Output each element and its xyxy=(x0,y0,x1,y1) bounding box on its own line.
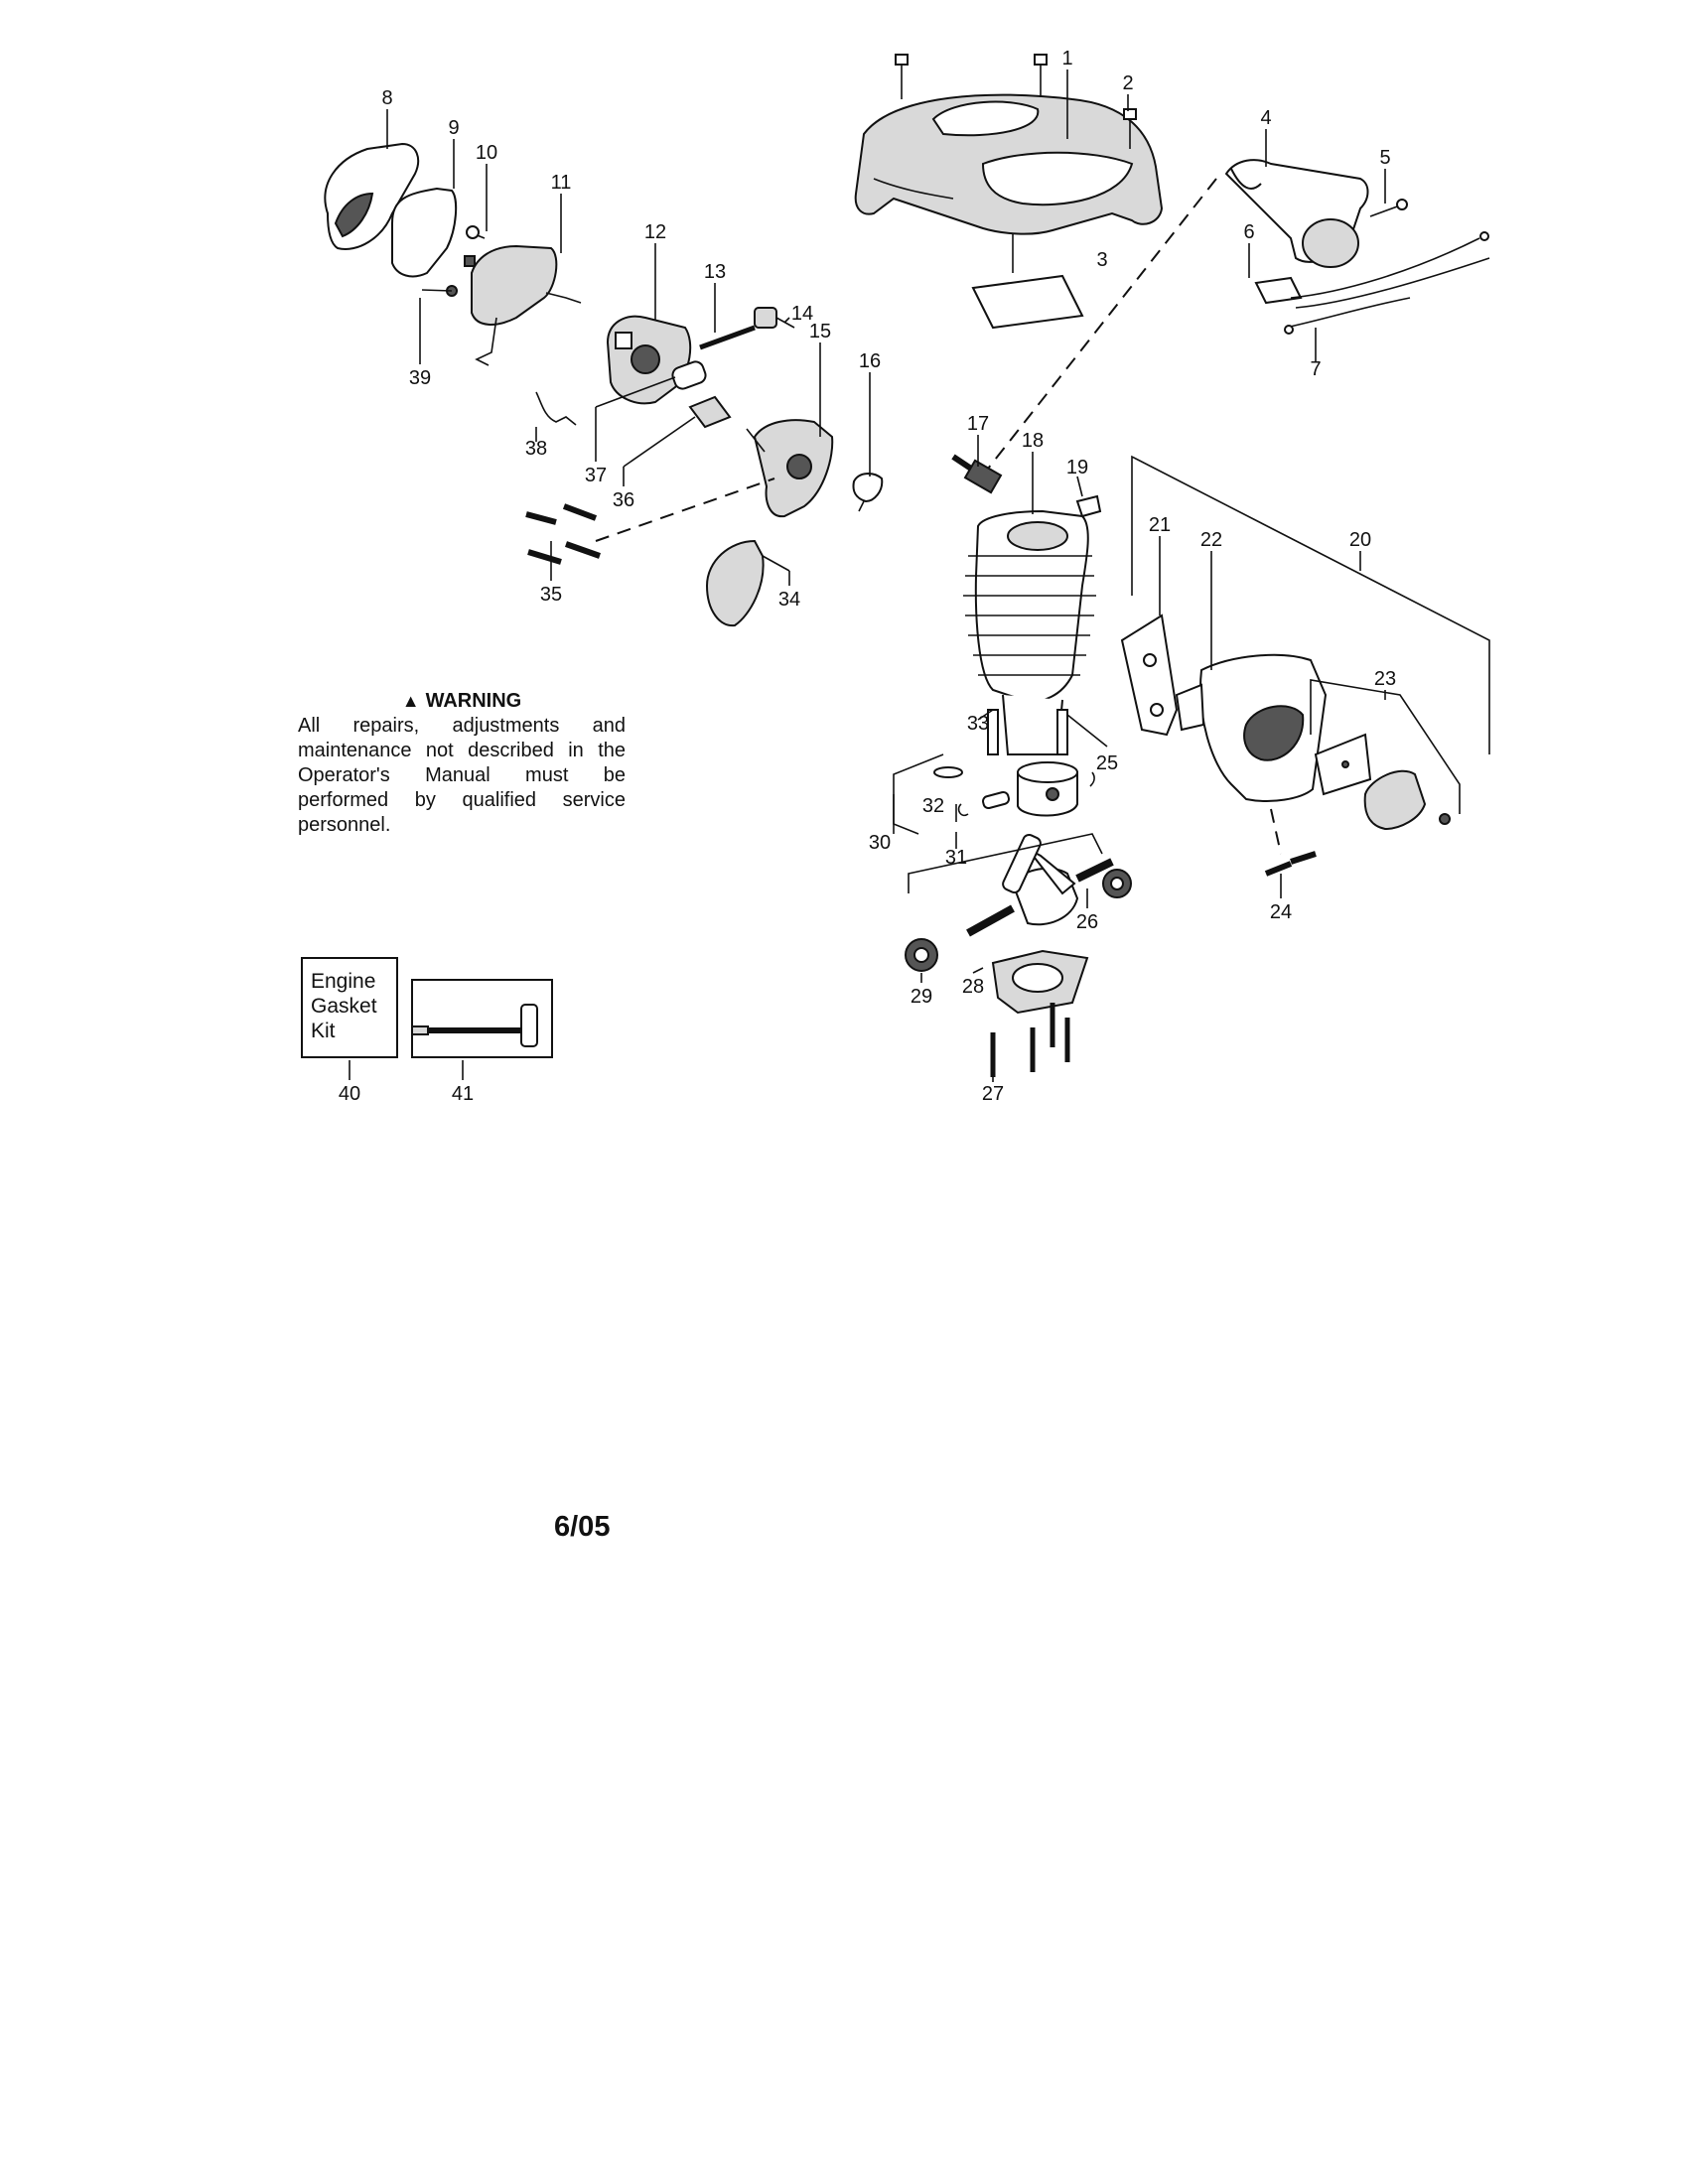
callout-11: 11 xyxy=(551,172,572,194)
callout-6: 6 xyxy=(1243,221,1254,243)
spark-plug xyxy=(951,454,1003,494)
callout-18: 18 xyxy=(1022,430,1044,452)
cover-screw xyxy=(895,54,1137,149)
callout-35: 35 xyxy=(540,584,562,606)
callout-1: 1 xyxy=(1061,48,1072,69)
callout-15: 15 xyxy=(809,321,831,342)
callout-17: 17 xyxy=(967,413,989,435)
filter-screw xyxy=(464,225,486,267)
callout-24: 24 xyxy=(1270,901,1292,923)
muffler-gasket xyxy=(1120,614,1179,737)
gasket-kit-box: Engine Gasket Kit xyxy=(301,957,398,1058)
callout-31: 31 xyxy=(945,847,967,869)
ignition-wires xyxy=(1284,231,1490,335)
leader-lines xyxy=(349,69,1490,1082)
intake-boot xyxy=(705,539,765,627)
top-cover xyxy=(854,93,1164,235)
spark-wire-path xyxy=(987,178,1217,470)
ignition-module xyxy=(1224,159,1369,268)
callout-36: 36 xyxy=(613,489,634,511)
callout-29: 29 xyxy=(911,986,932,1008)
callout-23: 23 xyxy=(1374,668,1396,690)
callout-20: 20 xyxy=(1349,529,1371,551)
callout-32: 32 xyxy=(922,795,944,817)
callout-8: 8 xyxy=(381,87,392,109)
crank-bearings xyxy=(905,869,1132,972)
carb-rod xyxy=(699,325,756,350)
callout-40: 40 xyxy=(339,1083,360,1105)
crankcase xyxy=(991,949,1089,1015)
carb-spacer xyxy=(671,360,707,390)
callout-28: 28 xyxy=(962,976,984,998)
callout-13: 13 xyxy=(704,261,726,283)
muffler-screen xyxy=(1314,733,1372,796)
warning-triangle-icon: ▲ xyxy=(401,691,420,711)
callout-5: 5 xyxy=(1379,147,1390,169)
callout-2: 2 xyxy=(1122,72,1133,94)
callout-16: 16 xyxy=(859,350,881,372)
cover-pad xyxy=(971,234,1084,330)
warning-block: ▲WARNING All repairs, adjustments and ma… xyxy=(298,689,626,838)
intake-adapter xyxy=(746,419,834,518)
callout-4: 4 xyxy=(1260,107,1271,129)
ground-bracket xyxy=(1254,276,1303,305)
revision-date: 6/05 xyxy=(554,1511,611,1543)
crankshaft xyxy=(966,833,1114,937)
callout-14: 14 xyxy=(791,303,813,325)
callout-12: 12 xyxy=(644,221,666,243)
air-filter-base xyxy=(471,244,582,366)
callout-21: 21 xyxy=(1149,514,1171,536)
carb-gasket xyxy=(688,395,732,429)
intake-screws xyxy=(525,503,601,565)
callout-22: 22 xyxy=(1200,529,1222,551)
callout-labels: 1234567891011121314151617181920212223242… xyxy=(339,48,1396,1105)
callout-34: 34 xyxy=(778,589,800,611)
air-filter xyxy=(391,187,458,278)
callout-38: 38 xyxy=(525,438,547,460)
gasket-kit-label: Engine Gasket Kit xyxy=(311,970,377,1042)
callout-10: 10 xyxy=(476,142,497,164)
callout-26: 26 xyxy=(1076,911,1098,933)
cylinder xyxy=(963,509,1096,755)
warning-text: All repairs, adjustments and maintenance… xyxy=(298,715,626,836)
callout-25: 25 xyxy=(1096,752,1118,774)
callout-7: 7 xyxy=(1310,358,1321,380)
callout-9: 9 xyxy=(448,117,459,139)
air-filter-cover xyxy=(324,142,420,250)
piston-pin xyxy=(982,790,1010,810)
callout-30: 30 xyxy=(869,832,891,854)
piston-circlip xyxy=(957,803,969,817)
muffler xyxy=(1175,653,1328,802)
crankcase-screws xyxy=(990,1003,1070,1077)
callout-33: 33 xyxy=(967,713,989,735)
warning-title-text: WARNING xyxy=(425,690,522,712)
spark-plug-clip xyxy=(1075,494,1102,518)
callout-19: 19 xyxy=(1066,457,1088,478)
fuel-fitting xyxy=(754,307,795,329)
muffler-cover xyxy=(1363,769,1451,831)
muffler-screws xyxy=(1264,808,1317,877)
piston xyxy=(1017,761,1095,817)
carburetor xyxy=(606,315,692,405)
warning-title: ▲WARNING xyxy=(298,689,626,714)
throttle-link xyxy=(535,391,577,426)
tool-box xyxy=(411,979,553,1058)
primer-bulb xyxy=(852,473,884,512)
piston-ring xyxy=(933,766,963,778)
intake-screw-path xyxy=(595,478,775,542)
callout-37: 37 xyxy=(585,465,607,486)
callout-39: 39 xyxy=(409,367,431,389)
callout-27: 27 xyxy=(982,1083,1004,1105)
ignition-screw xyxy=(1369,199,1408,217)
combination-tool xyxy=(411,1004,538,1047)
callout-3: 3 xyxy=(1096,249,1107,271)
callout-41: 41 xyxy=(452,1083,474,1105)
